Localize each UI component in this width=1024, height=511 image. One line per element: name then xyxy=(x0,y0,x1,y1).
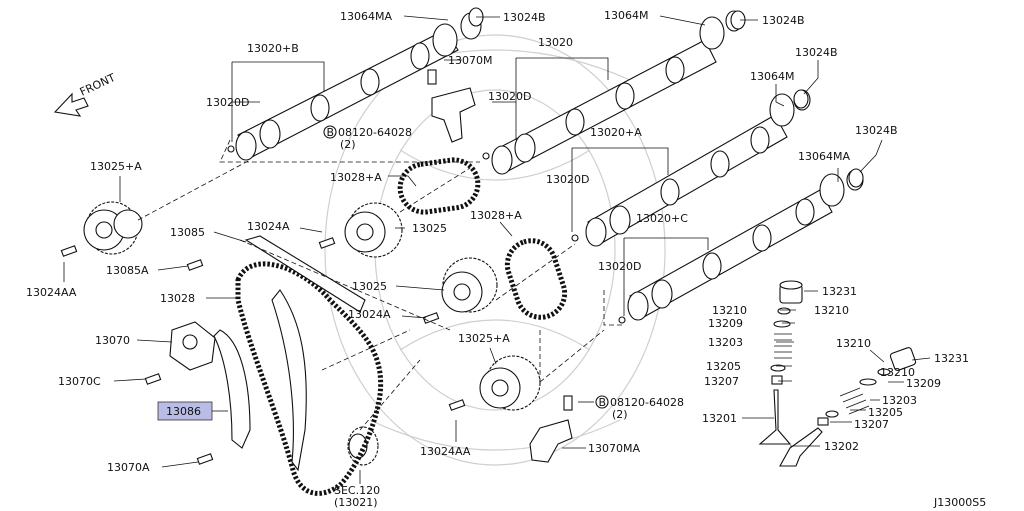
label-13086: 13086 xyxy=(166,405,201,418)
label-08120-b-qty: (2) xyxy=(612,408,628,421)
tensioner-13070M xyxy=(427,69,476,143)
assembly-lines xyxy=(137,139,622,431)
label-13024B-a: 13024B xyxy=(503,11,546,24)
label-13209-b: 13209 xyxy=(906,377,941,390)
label-13210-b: 13210 xyxy=(814,304,849,317)
highlight-13086 xyxy=(157,401,213,421)
label-13085: 13085 xyxy=(170,226,205,239)
watermark-emblem xyxy=(324,34,666,466)
secondary-chain-upper xyxy=(397,157,481,215)
label-13024B-b: 13024B xyxy=(762,14,805,27)
label-13020D-b: 13020D xyxy=(488,90,531,103)
chain-tensioner-13070 xyxy=(169,321,216,371)
label-13203-b: 13203 xyxy=(882,394,917,407)
label-13025A-mid: 13025+A xyxy=(458,332,510,345)
label-13207-a: 13207 xyxy=(704,375,739,388)
label-13020D-a: 13020D xyxy=(206,96,249,109)
label-13025-b: 13025 xyxy=(352,280,387,293)
label-13070: 13070 xyxy=(95,334,130,347)
label-13070M: 13070M xyxy=(448,54,492,67)
chain-guide-13085 xyxy=(244,235,366,313)
b-markers: B B xyxy=(323,125,609,409)
label-13024B-d: 13024B xyxy=(855,124,898,137)
label-13064M-mid: 13064M xyxy=(750,70,794,83)
label-13205-a: 13205 xyxy=(706,360,741,373)
label-13024A-a: 13024A xyxy=(247,220,290,233)
label-13201: 13201 xyxy=(702,412,737,425)
b-marker-lower: B xyxy=(599,396,607,409)
sprocket-13025A-mid xyxy=(479,355,541,411)
label-13202: 13202 xyxy=(824,440,859,453)
label-13070C: 13070C xyxy=(58,375,101,388)
tension-guide xyxy=(271,289,307,472)
label-13020B: 13020+B xyxy=(247,42,299,55)
leader-lines xyxy=(63,15,931,484)
label-13231-b: 13231 xyxy=(934,352,969,365)
label-08120-a-qty: (2) xyxy=(340,138,356,151)
label-13064MA-top: 13064MA xyxy=(340,10,392,23)
sprocket-13025A-top xyxy=(83,201,143,255)
valve-train xyxy=(758,280,917,467)
label-13028: 13028 xyxy=(160,292,195,305)
part-labels: 13064MA 13024B 13064M 13024B 13020+B 130… xyxy=(26,9,986,509)
label-13028A-b: 13028+A xyxy=(470,209,522,222)
label-13209-a: 13209 xyxy=(708,317,743,330)
label-13064M-top: 13064M xyxy=(604,9,648,22)
label-13020A: 13020+A xyxy=(590,126,642,139)
label-13064MA-mid: 13064MA xyxy=(798,150,850,163)
label-13205-b: 13205 xyxy=(868,406,903,419)
front-label: FRONT xyxy=(78,71,118,99)
label-13210-a: 13210 xyxy=(712,304,747,317)
label-13210-c: 13210 xyxy=(836,337,871,350)
label-13024AA-b: 13024AA xyxy=(420,445,471,458)
label-13020D-d: 13020D xyxy=(598,260,641,273)
label-13025-a: 13025 xyxy=(412,222,447,235)
label-08120-a: 08120-64028 xyxy=(338,126,412,139)
label-13024A-b: 13024A xyxy=(348,308,391,321)
bolts xyxy=(60,237,466,465)
sprocket-13025-upper xyxy=(344,202,403,258)
label-13025A-top: 13025+A xyxy=(90,160,142,173)
timing-chain-13028 xyxy=(235,261,384,496)
label-13020: 13020 xyxy=(538,36,573,49)
label-13070MA: 13070MA xyxy=(588,442,640,455)
tensioner-13070MA xyxy=(529,395,573,463)
camshaft-13020B xyxy=(227,12,482,161)
b-marker-upper: B xyxy=(327,126,335,139)
label-13231-a: 13231 xyxy=(822,285,857,298)
label-13020C: 13020+C xyxy=(636,212,688,225)
sprocket-13025-lower xyxy=(441,257,498,313)
label-13024AA-a: 13024AA xyxy=(26,286,77,299)
label-13210-d: 13210 xyxy=(880,366,915,379)
label-13024B-c: 13024B xyxy=(795,46,838,59)
label-13028A-a: 13028+A xyxy=(330,171,382,184)
label-13203-a: 13203 xyxy=(708,336,743,349)
label-13070A: 13070A xyxy=(107,461,150,474)
label-13207-b: 13207 xyxy=(854,418,889,431)
secondary-chain-lower xyxy=(504,238,568,320)
label-sec120-num: (13021) xyxy=(334,496,378,509)
label-13020D-c: 13020D xyxy=(546,173,589,186)
diagram-code: J13000S5 xyxy=(933,496,986,509)
label-13085A: 13085A xyxy=(106,264,149,277)
camshaft-13020 xyxy=(482,10,743,175)
slack-guide-13086 xyxy=(213,329,251,449)
label-08120-b: 08120-64028 xyxy=(610,396,684,409)
label-sec120: SEC.120 xyxy=(334,484,380,497)
front-arrow: FRONT xyxy=(53,71,118,117)
